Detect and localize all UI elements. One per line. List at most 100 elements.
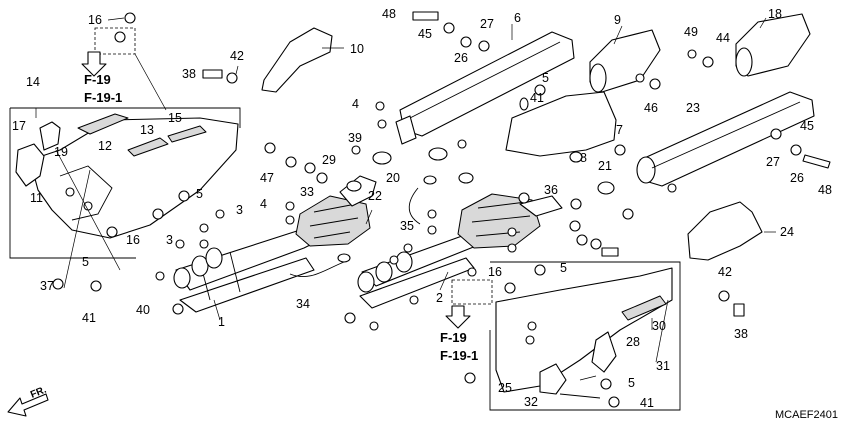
ref-right-a: F-19 <box>440 330 467 345</box>
callout: 11 <box>30 191 43 205</box>
nut-16-top <box>114 31 126 43</box>
left-shield-plate-15 <box>167 125 207 143</box>
callout: 39 <box>348 131 362 145</box>
leader-line <box>579 375 597 381</box>
callout: 8 <box>580 151 587 165</box>
catalyst-left-ribs <box>309 203 359 239</box>
bolt-38-right <box>733 303 745 317</box>
callout: 26 <box>454 51 468 65</box>
ref-arrow-down-icon <box>445 305 471 329</box>
callout: 5 <box>542 71 549 85</box>
callout: 7 <box>616 123 623 137</box>
callout: 35 <box>400 219 414 233</box>
nut-16-right <box>527 321 537 331</box>
catalyst-left <box>295 195 371 247</box>
washer-5-bottom-left <box>90 280 102 292</box>
nut-4-top-b <box>377 119 387 129</box>
washer-5-left <box>152 208 164 220</box>
nut-4-f <box>155 271 165 281</box>
callout: 16 <box>88 13 102 27</box>
washer-33-left <box>304 162 316 174</box>
callout: 3 <box>236 203 243 217</box>
nut-4-d <box>285 215 295 225</box>
callout: 38 <box>734 327 748 341</box>
diagram-code: MCAEF2401 <box>775 409 838 421</box>
leader-line <box>365 209 373 225</box>
port-flange-b <box>191 255 209 277</box>
clip-19-right <box>525 335 535 345</box>
bolt-37-left <box>52 278 64 290</box>
muffler-cap-9-end <box>589 63 607 93</box>
nut-3-d <box>403 243 413 253</box>
left-heat-shield-group <box>9 107 241 289</box>
nut-16-left <box>106 226 118 238</box>
heat-cover-10 <box>261 27 333 93</box>
nut-4-e <box>199 239 209 249</box>
callout: 14 <box>26 75 40 89</box>
callout: 41 <box>640 396 654 410</box>
nut-4-top-a <box>375 101 385 111</box>
clamp-20-left <box>372 151 392 165</box>
bolt-38-top <box>202 69 223 79</box>
callout: 21 <box>598 159 612 173</box>
washer-29-left <box>316 172 328 184</box>
callout: 25 <box>498 381 512 395</box>
nut-3-f <box>427 225 437 235</box>
gasket-22-center <box>570 198 582 210</box>
nut-4-right <box>667 183 677 193</box>
callout: 13 <box>140 123 154 137</box>
callout: 41 <box>530 91 544 105</box>
bolt-39-center <box>457 139 467 149</box>
bolt-49-b <box>635 73 645 83</box>
leader-line <box>235 65 239 75</box>
gasket-22-right <box>458 172 474 184</box>
callout: 37 <box>40 279 54 293</box>
leader-line <box>213 299 221 321</box>
callout: 27 <box>480 17 494 31</box>
right-heat-shield <box>495 267 673 393</box>
o2-sensor-wire-35 <box>408 187 421 225</box>
callout: 20 <box>386 171 400 185</box>
callout: 40 <box>136 303 150 317</box>
bracket-7 <box>505 91 617 157</box>
washer-45-left <box>285 156 297 168</box>
callout: 46 <box>644 101 658 115</box>
callout: 19 <box>54 145 68 159</box>
callout: 45 <box>418 27 432 41</box>
callout: 42 <box>718 265 732 279</box>
washer-5-right-box <box>600 378 612 390</box>
callout: 16 <box>126 233 140 247</box>
callout: 5 <box>560 261 567 275</box>
leader-line <box>439 271 449 291</box>
washer-5-right-top <box>534 264 546 276</box>
bolt-39-left <box>351 145 361 155</box>
right-shield-plate-30 <box>621 295 667 321</box>
washer-45-right <box>590 238 602 250</box>
callout: 23 <box>686 101 700 115</box>
washer-27-top <box>478 40 490 52</box>
left-group-frame-top <box>10 107 241 128</box>
leader-line <box>759 17 767 29</box>
left-shield-plate-12 <box>77 113 129 135</box>
left-group-frame <box>9 108 136 259</box>
callout: 26 <box>790 171 804 185</box>
front-direction-marker <box>7 393 49 417</box>
washer-33-right <box>569 220 581 232</box>
washer-5-left-b <box>178 190 190 202</box>
nut-36 <box>518 192 530 204</box>
washer-45-top <box>443 22 455 34</box>
callout: 24 <box>780 225 794 239</box>
callout: 44 <box>716 31 730 45</box>
nut-4-c <box>285 201 295 211</box>
muffler-23-end <box>636 156 656 184</box>
port-flange-e <box>375 261 393 283</box>
callout: 6 <box>514 11 521 25</box>
callout: 17 <box>12 119 26 133</box>
callout: 42 <box>230 49 244 63</box>
heat-cover-24 <box>687 201 763 261</box>
nut-41-right-box <box>608 396 620 408</box>
bracket-25 <box>539 363 567 395</box>
callout: 9 <box>614 13 621 27</box>
shield-inner-edge <box>59 165 113 221</box>
leader-line <box>134 53 167 111</box>
